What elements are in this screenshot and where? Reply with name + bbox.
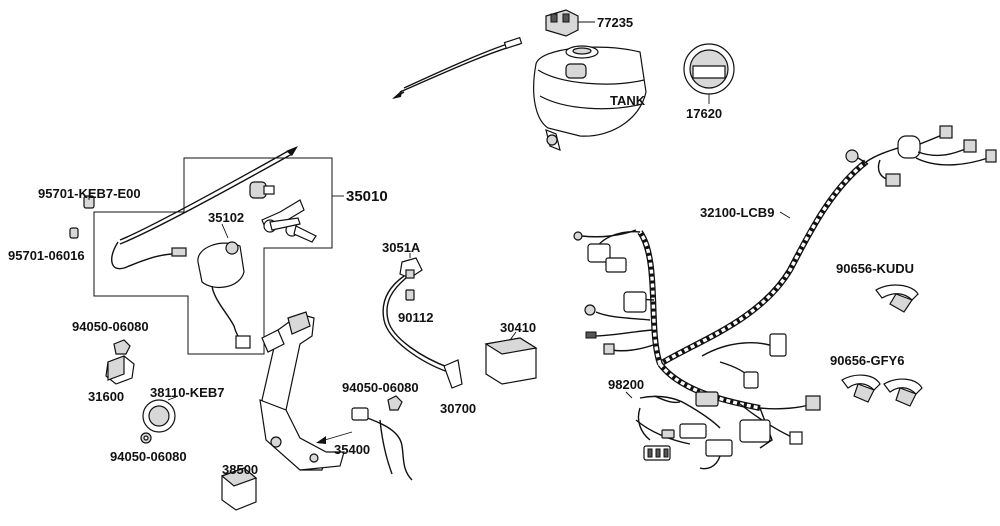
label-77235: 77235 — [597, 15, 633, 30]
part-31600-relay — [105, 355, 135, 385]
part-35102-ignition-switch — [197, 223, 251, 349]
part-90112-bolt — [405, 289, 415, 301]
label-94050-06080-a: 94050-06080 — [72, 319, 149, 334]
part-94050-nut-lower — [140, 432, 152, 444]
arrow-icon — [286, 146, 298, 156]
part-90656-gfy6-band-1 — [841, 374, 881, 403]
part-30410-cdi — [484, 331, 538, 385]
part-35400-bracket — [259, 311, 345, 471]
part-38500-flasher — [220, 467, 258, 511]
label-tank: TANK — [610, 93, 646, 108]
label-90656-kudu: 90656-KUDU — [836, 261, 914, 276]
label-32100-lcb9: 32100-LCB9 — [700, 205, 774, 220]
label-3051a: 3051A — [382, 240, 421, 255]
label-38110-keb7: 38110-KEB7 — [150, 385, 224, 400]
label-95701-06016: 95701-06016 — [8, 248, 85, 263]
cable-35400 — [316, 407, 413, 481]
part-77235-clamp — [545, 9, 595, 37]
label-31600: 31600 — [88, 389, 124, 404]
seat-cable — [111, 146, 298, 270]
label-94050-06080-c: 94050-06080 — [342, 380, 419, 395]
label-35400: 35400 — [334, 442, 370, 457]
part-94050-nut-right — [387, 395, 403, 411]
label-17620: 17620 — [686, 106, 722, 121]
key-set — [249, 181, 317, 243]
label-94050-06080-b: 94050-06080 — [110, 449, 187, 464]
label-38500: 38500 — [222, 462, 258, 477]
label-98200: 98200 — [608, 377, 644, 392]
label-30700: 30700 — [440, 401, 476, 416]
part-90656-kudu-band — [875, 284, 919, 313]
label-90112: 90112 — [398, 310, 433, 325]
label-30410: 30410 — [500, 320, 536, 335]
part-tank — [533, 45, 647, 151]
part-32100-wire-harness — [573, 125, 997, 449]
label-90656-gfy6: 90656-GFY6 — [830, 353, 904, 368]
part-3051a-switch — [399, 253, 423, 279]
label-95701-keb7-e00: 95701-KEB7-E00 — [38, 186, 141, 201]
kit-box-35010 — [93, 157, 333, 355]
part-90656-gfy6-band-2 — [883, 378, 923, 407]
part-94050-nut-upper — [113, 339, 131, 355]
part-95701-keb7-bolt — [83, 195, 95, 209]
cable-30700 — [382, 275, 463, 389]
throttle-cable — [392, 36, 523, 99]
part-98200-fuse-set — [625, 391, 733, 470]
label-35102: 35102 — [208, 210, 244, 225]
part-17620-cap — [683, 43, 735, 104]
part-95701-06016-screw — [69, 227, 79, 239]
part-38110-horn — [142, 396, 177, 433]
label-35010: 35010 — [346, 188, 388, 205]
arrow-icon — [392, 90, 402, 99]
